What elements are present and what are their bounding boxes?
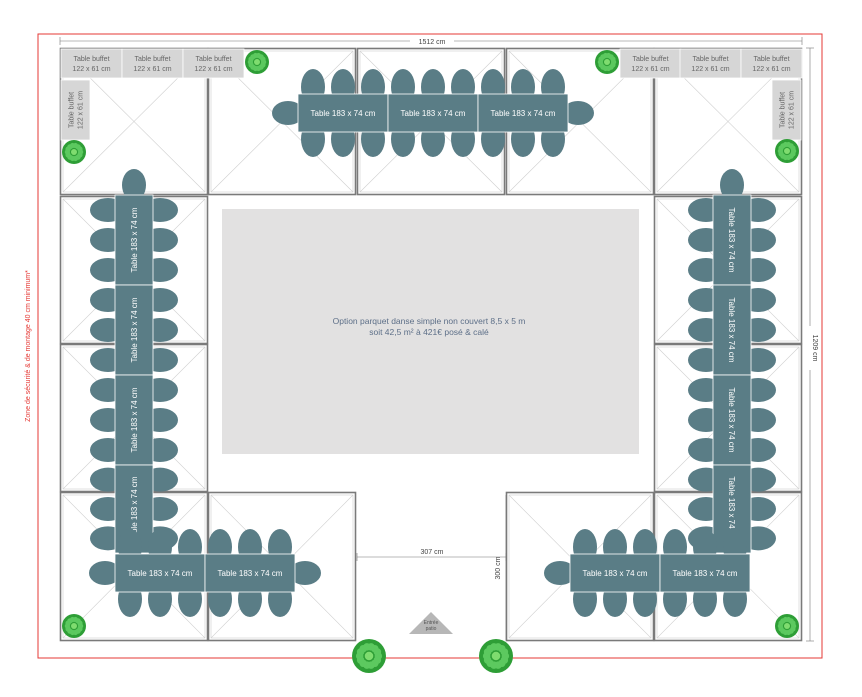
banquet-table: Table 183 x 74 cm xyxy=(688,169,776,286)
buffet-label-line2: 122 x 61 cm xyxy=(691,66,729,73)
buffet-label-line2: 122 x 61 cm xyxy=(194,66,232,73)
banquet-table: Table 183 x 74 cm xyxy=(477,69,594,157)
chair xyxy=(122,169,146,201)
table-label: Table 183 x 74 cm xyxy=(491,109,556,118)
table-label: Table 183 x 74 cm xyxy=(727,298,736,363)
buffet-label-line1: Table buffet xyxy=(69,92,76,128)
safety-zone xyxy=(37,33,823,659)
plant-icon xyxy=(352,639,386,673)
buffet-table: Table buffet 122 x 61 cm xyxy=(182,48,245,79)
table-label: Table 183 x 74 cm xyxy=(130,207,139,272)
banquet-table: Table 183 x 74 cm xyxy=(90,374,178,466)
banquet-table: Table 183 x 74 cm xyxy=(544,529,661,617)
chair xyxy=(544,561,576,585)
opening-width-label: 307 cm xyxy=(421,549,444,556)
dance-floor-label-line1: Option parquet danse simple non couvert … xyxy=(333,316,526,326)
opening-depth-label: 300 cm xyxy=(495,556,502,579)
entrance-label-line2: patio xyxy=(426,626,437,632)
banquet-table: Table 183 x 74 cm xyxy=(89,529,206,617)
entrance-marker xyxy=(409,612,453,634)
buffet-label-line2: 122 x 61 cm xyxy=(752,66,790,73)
chair xyxy=(89,561,121,585)
banquet-table: Table 183 x 74 cm xyxy=(659,529,751,617)
chair xyxy=(720,169,744,201)
chair xyxy=(289,561,321,585)
table-label: Table 183 x 74 cm xyxy=(673,569,738,578)
banquet-table: Table 183 x 74 cm xyxy=(688,464,776,554)
banquet-table: Table 183 x 74 cm xyxy=(387,69,479,157)
buffet-table: Table buffet 122 x 61 cm xyxy=(679,48,742,79)
buffet-table: Table buffet 122 x 61 cm xyxy=(740,48,803,79)
buffet-label-line2: 122 x 61 cm xyxy=(78,91,85,129)
banquet-table: Table 183 x 74 cm xyxy=(688,284,776,376)
dance-floor-label-line2: soit 42,5 m² à 421€ posé & calé xyxy=(369,327,489,337)
table-label: Table 183 x 74 cm xyxy=(218,569,283,578)
buffet-label-line2: 122 x 61 cm xyxy=(789,91,796,129)
plant-icon xyxy=(62,614,86,638)
buffet-table: Table buffet 122 x 61 cm xyxy=(60,48,123,79)
table-label: Table 183 x 74 cm xyxy=(401,109,466,118)
chair xyxy=(562,101,594,125)
buffet-table: Table buffet 122 x 61 cm xyxy=(121,48,184,79)
banquet-table: Table 183 x 74 cm xyxy=(688,374,776,466)
banquet-table: Table 183 x 74 cm xyxy=(272,69,389,157)
total-height-label: 1209 cm xyxy=(811,335,818,362)
plants xyxy=(62,50,799,673)
plant-icon xyxy=(595,50,619,74)
table-label: Table 183 x 74 cm xyxy=(727,477,736,542)
plant-icon xyxy=(479,639,513,673)
buffet-label-line1: Table buffet xyxy=(632,56,668,63)
banquet-table: Table 183 x 74 cm xyxy=(204,529,321,617)
safety-zone-label: Zone de sécurité & de montage 40 cm mini… xyxy=(25,270,32,422)
buffet-label-line2: 122 x 61 cm xyxy=(133,66,171,73)
table-label: Table 183 x 74 cm xyxy=(311,109,376,118)
banquet-table: Table 183 x 74 cm xyxy=(90,284,178,376)
buffet-label-line1: Table buffet xyxy=(692,56,728,63)
chair xyxy=(272,101,304,125)
buffet-label-line1: Table buffet xyxy=(780,92,787,128)
table-label: Table 183 x 74 cm xyxy=(128,569,193,578)
buffet-label-line2: 122 x 61 cm xyxy=(72,66,110,73)
buffet-table: Table buffet 122 x 61 cm xyxy=(619,48,682,79)
table-label: Table 183 x 74 cm xyxy=(583,569,648,578)
table-label: Table 183 x 74 cm xyxy=(130,387,139,452)
banquet-table: Table 183 x 74 cm xyxy=(90,169,178,286)
table-label: Table 183 x 74 cm xyxy=(130,476,139,541)
buffet-label-line1: Table buffet xyxy=(134,56,170,63)
buffet-label-line1: Table buffet xyxy=(73,56,109,63)
plant-icon xyxy=(62,140,86,164)
buffet-label-line1: Table buffet xyxy=(195,56,231,63)
table-label: Table 183 x 74 cm xyxy=(727,388,736,453)
table-label: Table 183 x 74 cm xyxy=(727,208,736,273)
plant-icon xyxy=(245,50,269,74)
total-width-label: 1512 cm xyxy=(419,39,446,46)
dance-floor xyxy=(222,209,639,454)
buffet-label-line1: Table buffet xyxy=(753,56,789,63)
banquet-tables: Table 183 x 74 cm Table 183 x 74 cm Table … xyxy=(89,69,776,617)
buffet-label-line2: 122 x 61 cm xyxy=(631,66,669,73)
table-label: Table 183 x 74 cm xyxy=(130,297,139,362)
plant-icon xyxy=(775,614,799,638)
entrance-label-line1: Entrée xyxy=(424,620,439,626)
plant-icon xyxy=(775,139,799,163)
